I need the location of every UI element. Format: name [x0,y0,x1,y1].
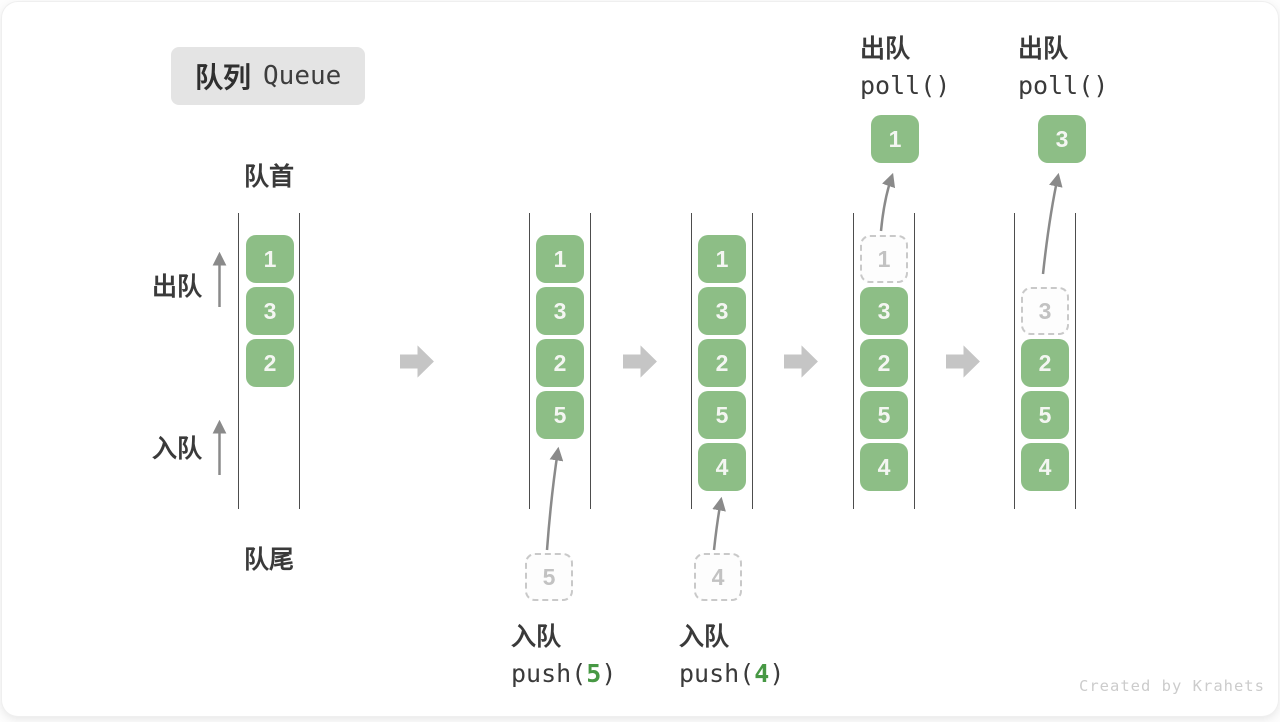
push-fn-text: push( [511,659,587,688]
queue-item: 3 [698,287,746,335]
queue-item: 4 [698,443,746,491]
queue-item: 3 [860,287,908,335]
title-zh: 队列 [195,62,252,93]
push-arg-text: 5 [586,659,602,688]
poll-code-label: poll() [1018,71,1109,100]
title-badge: 队列 Queue [171,47,366,105]
queue-container-4 [853,213,915,509]
poll-result-item: 3 [1038,115,1086,163]
push-cn-label: 入队 [679,623,730,651]
poll-result-item: 1 [871,115,919,163]
queue-front-label: 队首 [243,163,294,191]
watermark: Created by Krahets [1079,677,1265,695]
queue-item: 5 [536,391,584,439]
poll-op-label-2: 出队 poll() [1018,31,1108,104]
push-close-text: ) [601,659,617,688]
step-arrow-icon [946,345,980,378]
poll-cn-label: 出队 [860,35,911,63]
queue-item: 4 [1021,443,1069,491]
dequeue-label: 出队 [152,273,203,301]
push-op-label-2: 入队 push(4) [679,619,784,692]
queue-item: 2 [246,339,294,387]
poll-cn-label: 出队 [1018,35,1069,63]
queue-item: 3 [246,287,294,335]
push-fn-text: push( [679,659,755,688]
queue-rear-label: 队尾 [243,546,294,574]
queue-container-3 [691,213,753,509]
title-en: Queue [263,61,342,91]
queue-item: 4 [860,443,908,491]
queue-item: 2 [1021,339,1069,387]
push-op-label-1: 入队 push(5) [511,619,616,692]
queue-container-1 [238,213,300,509]
step-arrow-icon [623,345,657,378]
push-cn-label: 入队 [511,623,562,651]
queue-item: 1 [246,235,294,283]
queue-item: 5 [1021,391,1069,439]
enqueue-label: 入队 [152,435,203,463]
step-arrow-icon [784,345,818,378]
queue-container-5 [1014,213,1076,509]
push-code-label: push(4) [679,655,784,692]
push-code-label: push(5) [511,655,616,692]
dequeued-ghost-item: 1 [860,235,908,283]
queue-item: 5 [698,391,746,439]
queue-item: 2 [536,339,584,387]
push-close-text: ) [769,659,785,688]
queue-container-2 [529,213,591,509]
poll-code-label: poll() [860,71,951,100]
dequeued-ghost-item: 3 [1021,287,1069,335]
poll-op-label-1: 出队 poll() [860,31,950,104]
push-arg-text: 4 [754,659,770,688]
queue-item: 2 [860,339,908,387]
queue-item: 1 [536,235,584,283]
enqueue-ghost-item: 5 [525,553,573,601]
step-arrow-icon [400,345,434,378]
queue-item: 1 [698,235,746,283]
queue-item: 5 [860,391,908,439]
queue-item: 2 [698,339,746,387]
enqueue-ghost-item: 4 [694,553,742,601]
queue-item: 3 [536,287,584,335]
